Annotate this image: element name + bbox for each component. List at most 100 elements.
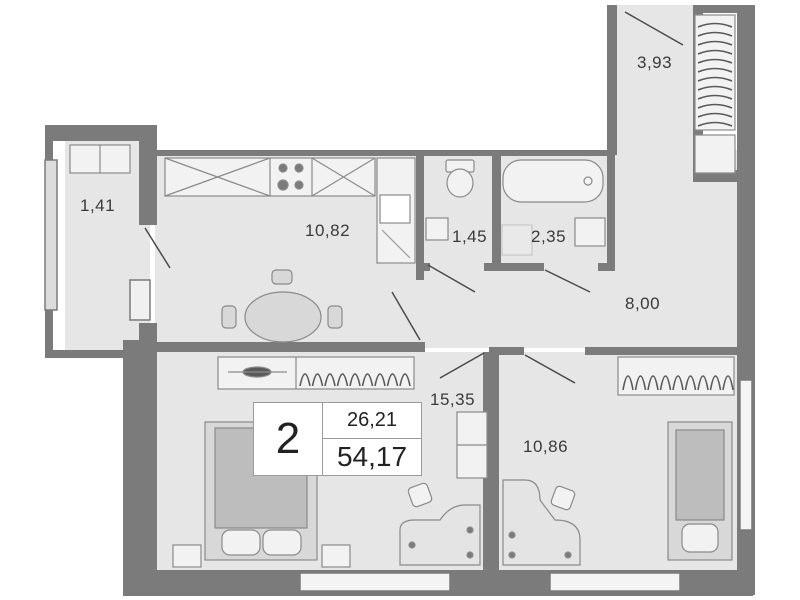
- bedroom-furniture: [502, 421, 733, 566]
- dining-chair: [271, 269, 293, 285]
- hanger: [697, 40, 733, 46]
- hanger: [659, 375, 672, 391]
- wall: [598, 263, 615, 271]
- area-balcony-left: 1,41: [80, 196, 116, 215]
- wall: [123, 340, 157, 595]
- wall: [607, 155, 615, 270]
- window: [129, 279, 151, 321]
- wall: [155, 150, 615, 156]
- shelving: [694, 134, 736, 174]
- hanger: [697, 67, 733, 73]
- wall: [607, 5, 617, 155]
- window: [739, 379, 753, 531]
- kitchen-fixtures: [69, 144, 416, 343]
- desk: [399, 504, 481, 566]
- nightstand: [321, 544, 351, 568]
- hanger: [709, 375, 722, 391]
- door: [624, 11, 684, 46]
- wall: [492, 155, 501, 270]
- area-living-room: 15,35: [430, 390, 476, 409]
- stove-burner: [294, 163, 304, 173]
- balcony-right-floor: [613, 5, 693, 155]
- wall: [45, 125, 155, 141]
- desk-chair: [407, 482, 433, 508]
- hanger: [697, 375, 709, 391]
- desk: [502, 479, 581, 566]
- hanger: [697, 94, 733, 100]
- wall: [155, 342, 425, 352]
- apartment-info-box: 2 26,21 54,17: [253, 402, 422, 476]
- window: [44, 159, 58, 311]
- wall: [416, 263, 430, 271]
- bathroom-fixtures: [425, 159, 606, 256]
- dining-table: [244, 291, 322, 343]
- hanger: [672, 375, 684, 391]
- door: [524, 354, 576, 384]
- toilet-bowl: [446, 168, 474, 198]
- hanger: [722, 375, 734, 391]
- rooms-count: 2: [254, 403, 323, 475]
- hanger: [374, 373, 386, 387]
- kitchen-sink: [379, 194, 411, 224]
- wall: [489, 347, 524, 355]
- hanger: [386, 373, 399, 387]
- hanger: [311, 373, 324, 387]
- area-kitchen: 10,82: [305, 221, 351, 240]
- wall: [139, 125, 157, 225]
- window: [299, 572, 451, 592]
- hanger: [697, 49, 733, 55]
- hanger: [697, 103, 733, 109]
- hanger: [697, 121, 733, 127]
- area-toilet: 1,45: [452, 227, 488, 246]
- wall: [45, 350, 155, 358]
- dining-chair: [327, 305, 343, 329]
- hangers: [299, 22, 734, 391]
- hanger: [684, 375, 697, 391]
- floor-areas: [65, 5, 738, 572]
- wall: [585, 347, 740, 355]
- toilet-sink: [425, 217, 449, 241]
- desk-chair: [550, 485, 576, 511]
- hanger: [634, 375, 647, 391]
- washing-machine: [501, 224, 533, 256]
- dining-chair: [221, 305, 237, 329]
- stove-burner: [277, 179, 289, 191]
- hanger: [697, 58, 733, 64]
- bathtub: [502, 159, 604, 203]
- area-hall: 8,00: [625, 294, 661, 313]
- bathroom-sink: [574, 217, 606, 247]
- door: [427, 264, 476, 293]
- door: [144, 227, 171, 269]
- stove-burner: [278, 163, 288, 173]
- wall: [483, 352, 499, 572]
- total-area: 54,17: [336, 441, 408, 472]
- hanger: [399, 373, 411, 387]
- hanger: [697, 22, 733, 28]
- hanger: [622, 375, 634, 391]
- stove-burner: [294, 180, 304, 190]
- hanger: [697, 85, 733, 91]
- area-bathroom: 2,35: [531, 227, 567, 246]
- area-bedroom: 10,86: [523, 437, 569, 456]
- hanger: [336, 373, 349, 387]
- hanger: [299, 373, 311, 387]
- hall-floor: [420, 263, 738, 348]
- hanger: [349, 373, 361, 387]
- door: [439, 352, 485, 379]
- area-balcony-right: 3,93: [637, 53, 673, 72]
- window: [549, 572, 681, 592]
- hanger: [697, 76, 733, 82]
- hanger: [361, 373, 374, 387]
- door: [544, 269, 591, 293]
- wardrobes: [217, 14, 736, 396]
- hanger: [697, 112, 733, 118]
- hanger: [324, 373, 336, 387]
- hanger: [697, 31, 733, 37]
- wall: [484, 263, 544, 271]
- door-swings: [144, 11, 684, 384]
- hanger: [647, 375, 659, 391]
- door: [391, 291, 421, 341]
- living-area: 26,21: [323, 403, 421, 439]
- wall: [693, 5, 755, 13]
